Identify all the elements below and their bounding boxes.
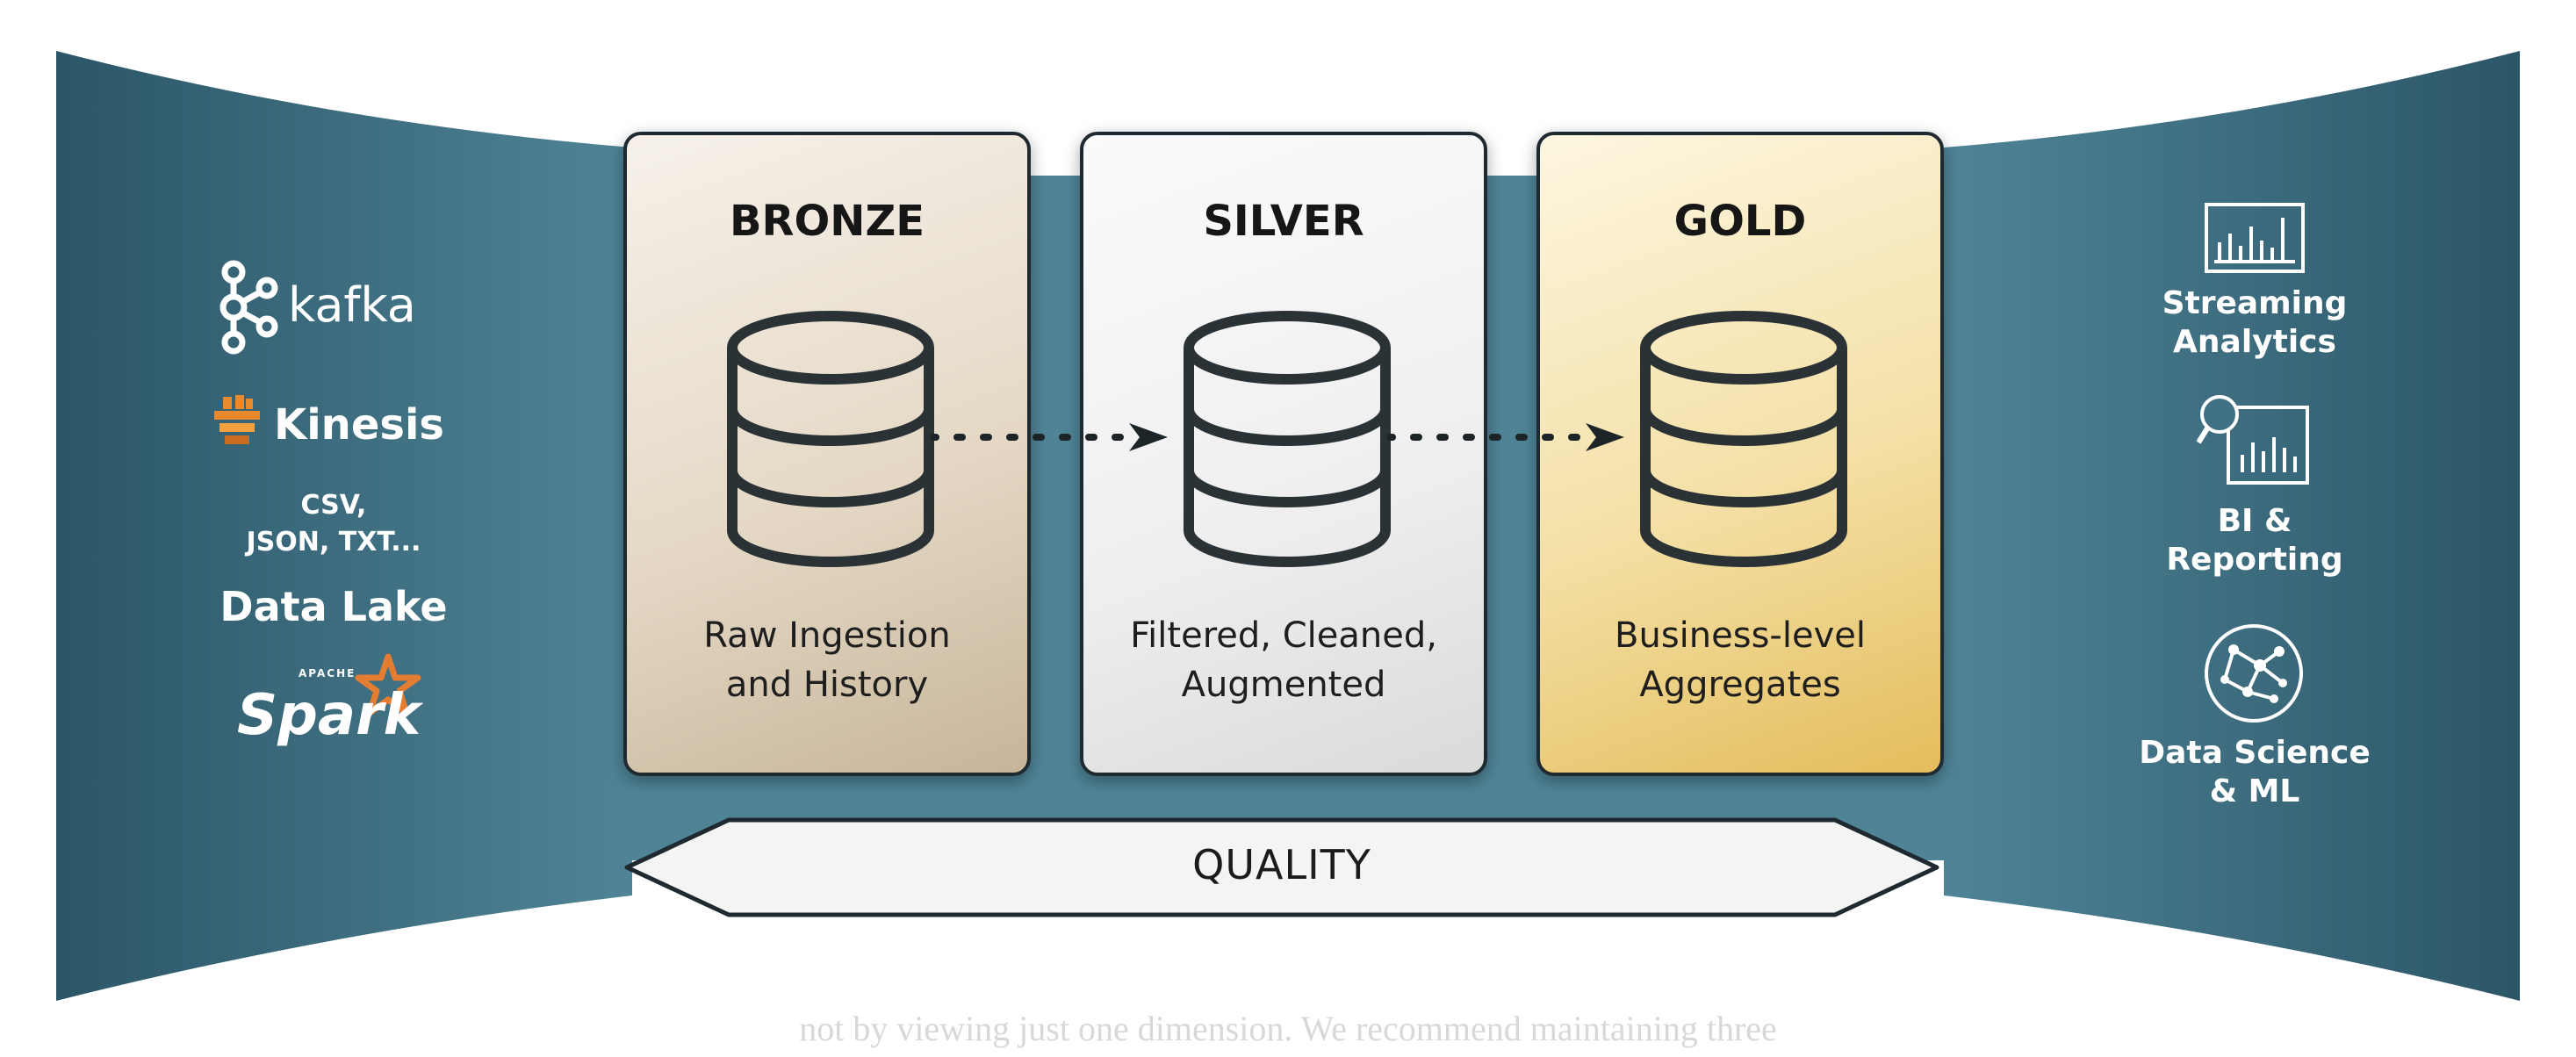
kafka-logo-text: kafka [288, 277, 416, 333]
right-band [1944, 51, 2520, 1001]
streaming-analytics-label: Streaming Analytics [2123, 284, 2386, 362]
left-band [56, 51, 632, 1001]
bi-reporting-label: BI & Reporting [2123, 502, 2386, 579]
silver-desc-line2: Augmented [1181, 665, 1386, 705]
silver-description: Filtered, Cleaned, Augmented [1083, 611, 1484, 709]
gold-database-icon [1640, 311, 1847, 567]
file-formats-line1: CSV, [300, 490, 367, 521]
silver-desc-line1: Filtered, Cleaned, [1130, 615, 1437, 656]
bronze-title: BRONZE [729, 197, 925, 246]
silver-title: SILVER [1203, 197, 1364, 246]
quality-banner [624, 817, 1939, 917]
kinesis-logo-text: Kinesis [274, 400, 444, 449]
data-lake-label: Data Lake [219, 583, 448, 630]
spark-apache-text: APACHE [299, 667, 356, 680]
bi-reporting-line2: Reporting [2166, 542, 2343, 578]
data-science-ml-label: Data Science & ML [2123, 734, 2386, 811]
spark-logo-text: Spark [237, 683, 421, 748]
bronze-database-icon [727, 311, 934, 567]
data-science-ml-line1: Data Science [2139, 735, 2371, 771]
bi-reporting-line1: BI & [2217, 503, 2292, 539]
silver-layer-card: SILVER Filtered, Cleaned, Augmented [1080, 132, 1487, 776]
bronze-desc-line1: Raw Ingestion [703, 615, 951, 656]
streaming-analytics-line1: Streaming [2162, 285, 2348, 321]
gold-description: Business-level Aggregates [1540, 611, 1940, 709]
quality-label: QUALITY [1192, 841, 1371, 888]
file-formats-line2: JSON, TXT... [246, 527, 421, 557]
bronze-desc-line2: and History [725, 665, 929, 705]
bronze-to-silver-arrow [931, 423, 1168, 451]
data-science-ml-line2: & ML [2209, 773, 2300, 809]
network-graph-icon [2205, 624, 2303, 723]
streaming-analytics-line2: Analytics [2173, 324, 2336, 360]
bronze-description: Raw Ingestion and History [627, 611, 1027, 709]
gold-desc-line2: Aggregates [1639, 665, 1841, 705]
silver-database-icon [1184, 311, 1391, 567]
gold-desc-line1: Business-level [1615, 615, 1866, 656]
bar-chart-icon [2205, 203, 2305, 273]
spark-star-icon [355, 653, 421, 716]
kafka-icon [219, 260, 278, 355]
footer-cutoff-text: not by viewing just one dimension. We re… [799, 1009, 1777, 1048]
bronze-layer-card: BRONZE Raw Ingestion and History [623, 132, 1031, 776]
gold-layer-card: GOLD Business-level Aggregates [1536, 132, 1944, 776]
silver-to-gold-arrow [1387, 423, 1624, 451]
magnifier-chart-icon [2197, 395, 2309, 485]
gold-title: GOLD [1673, 197, 1807, 246]
kinesis-icon [214, 395, 260, 444]
